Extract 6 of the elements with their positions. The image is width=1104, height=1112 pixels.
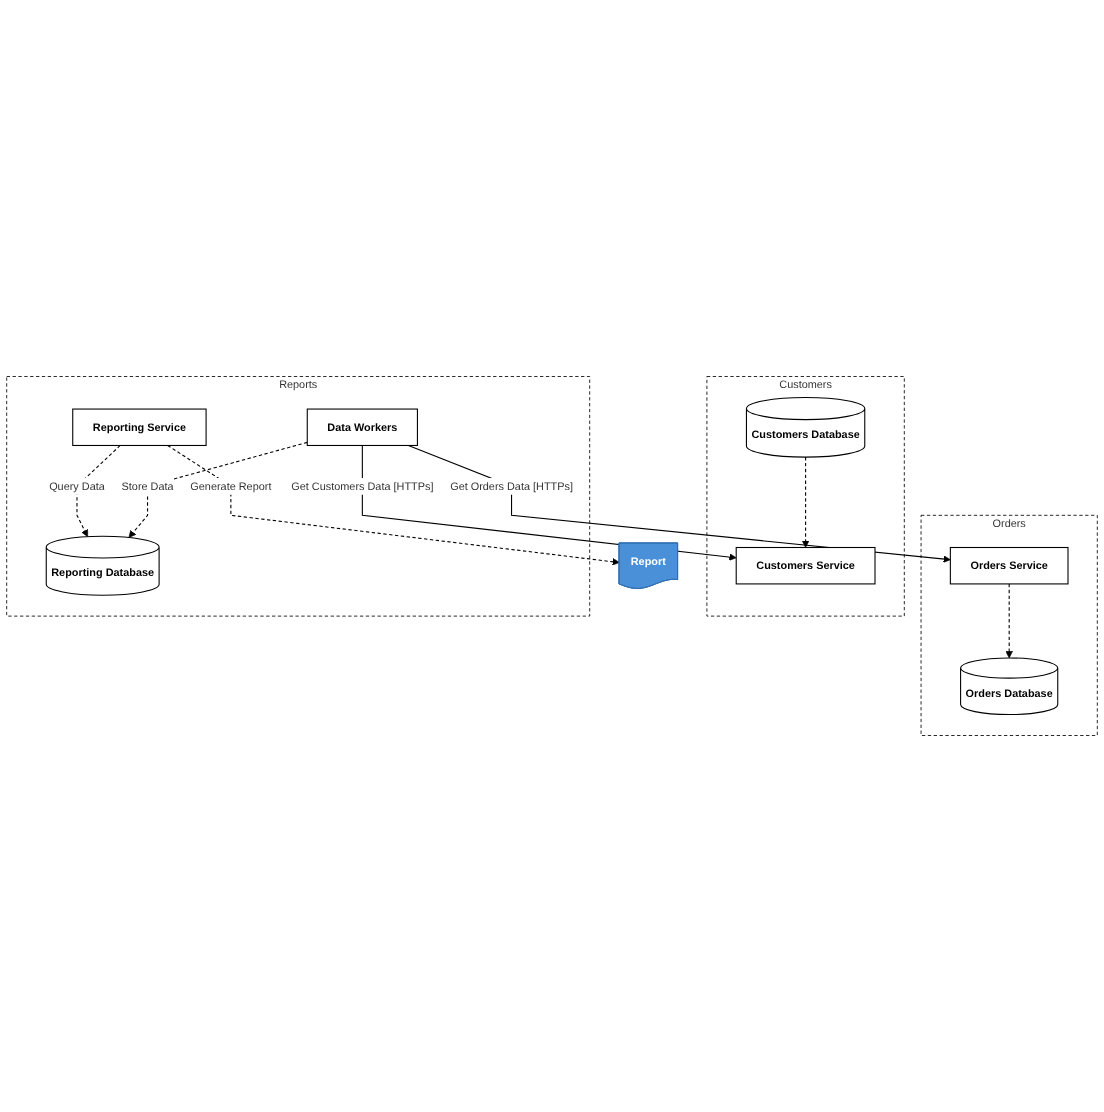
arrow xyxy=(407,444,951,563)
arrow xyxy=(801,456,810,548)
arrow xyxy=(76,444,121,537)
arrow xyxy=(167,444,620,566)
arrow xyxy=(128,441,308,538)
arrow xyxy=(1005,583,1013,659)
